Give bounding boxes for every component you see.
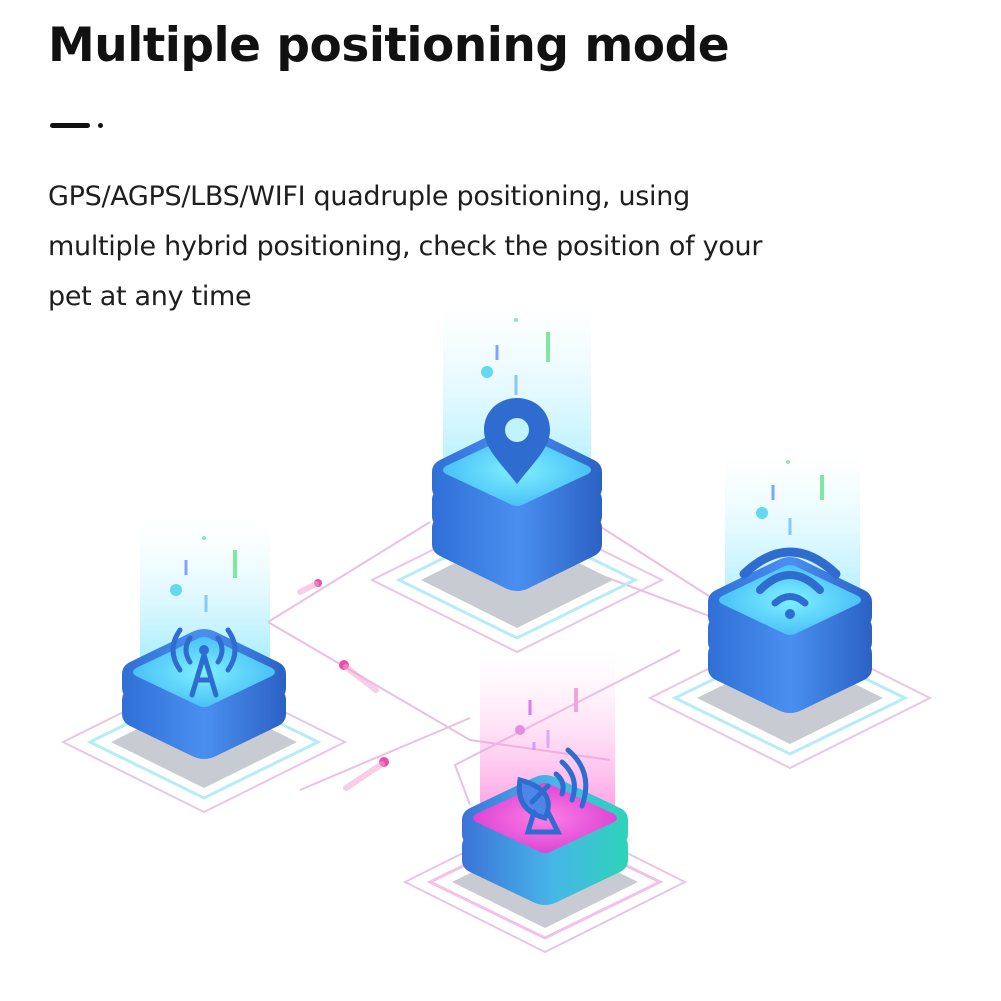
- beam-particles: [481, 318, 550, 395]
- cell-tower-node: [60, 520, 348, 814]
- wifi-node: [647, 450, 933, 770]
- beam-particles: [756, 460, 824, 535]
- satellite-dish-icon: [516, 747, 589, 835]
- description-text: GPS/AGPS/LBS/WIFI quadruple positioning,…: [48, 181, 763, 312]
- beam-particles: [515, 688, 578, 750]
- location-node: [369, 300, 665, 654]
- satellite-node: [402, 650, 688, 954]
- page-title: Multiple positioning mode: [48, 18, 730, 73]
- connector-trails: [297, 581, 385, 791]
- wifi-icon: [739, 547, 841, 619]
- beam-particles: [170, 536, 237, 612]
- cell-tower-icon: [170, 627, 238, 698]
- title-underline-dash: [50, 123, 90, 128]
- title-underline-dot: [98, 123, 103, 128]
- location-pin-icon: [484, 398, 550, 484]
